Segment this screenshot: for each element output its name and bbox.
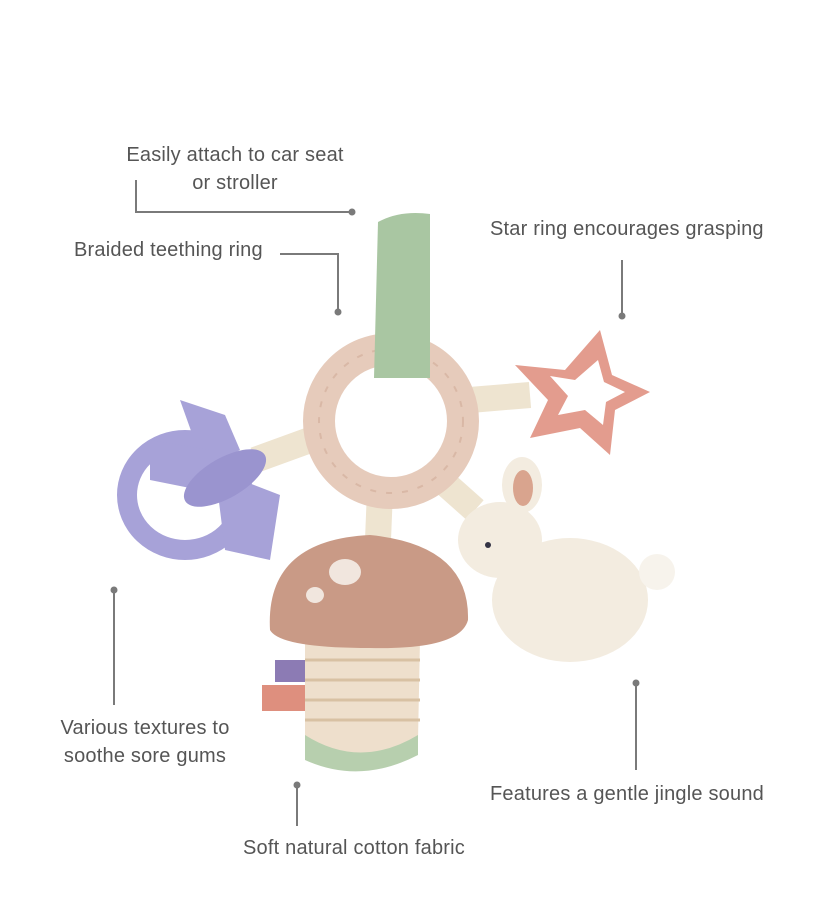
- green-strap: [374, 213, 430, 378]
- callout-jingle: Features a gentle jingle sound: [490, 783, 764, 805]
- callout-star: Star ring encourages grasping: [490, 218, 764, 240]
- callout-attach-line2: or stroller: [192, 172, 278, 194]
- callout-textures-line1: Various textures to: [60, 717, 230, 739]
- leader-line-ring: [280, 253, 339, 312]
- mushroom-plush: [262, 535, 469, 772]
- callout-textures: Various textures to soothe sore gums: [45, 714, 245, 770]
- butterfly-teether: [117, 400, 280, 560]
- callout-attach-line1: Easily attach to car seat: [126, 144, 344, 166]
- callout-ring: Braided teething ring: [74, 239, 263, 261]
- leader-line-attach: [135, 180, 352, 213]
- callout-attach: Easily attach to car seat or stroller: [110, 141, 360, 197]
- leader-lines: [113, 180, 637, 826]
- callout-textures-line2: soothe sore gums: [63, 745, 227, 767]
- callout-fabric: Soft natural cotton fabric: [243, 837, 465, 859]
- bunny-plush: [458, 457, 675, 662]
- leader-dots: [110, 208, 640, 789]
